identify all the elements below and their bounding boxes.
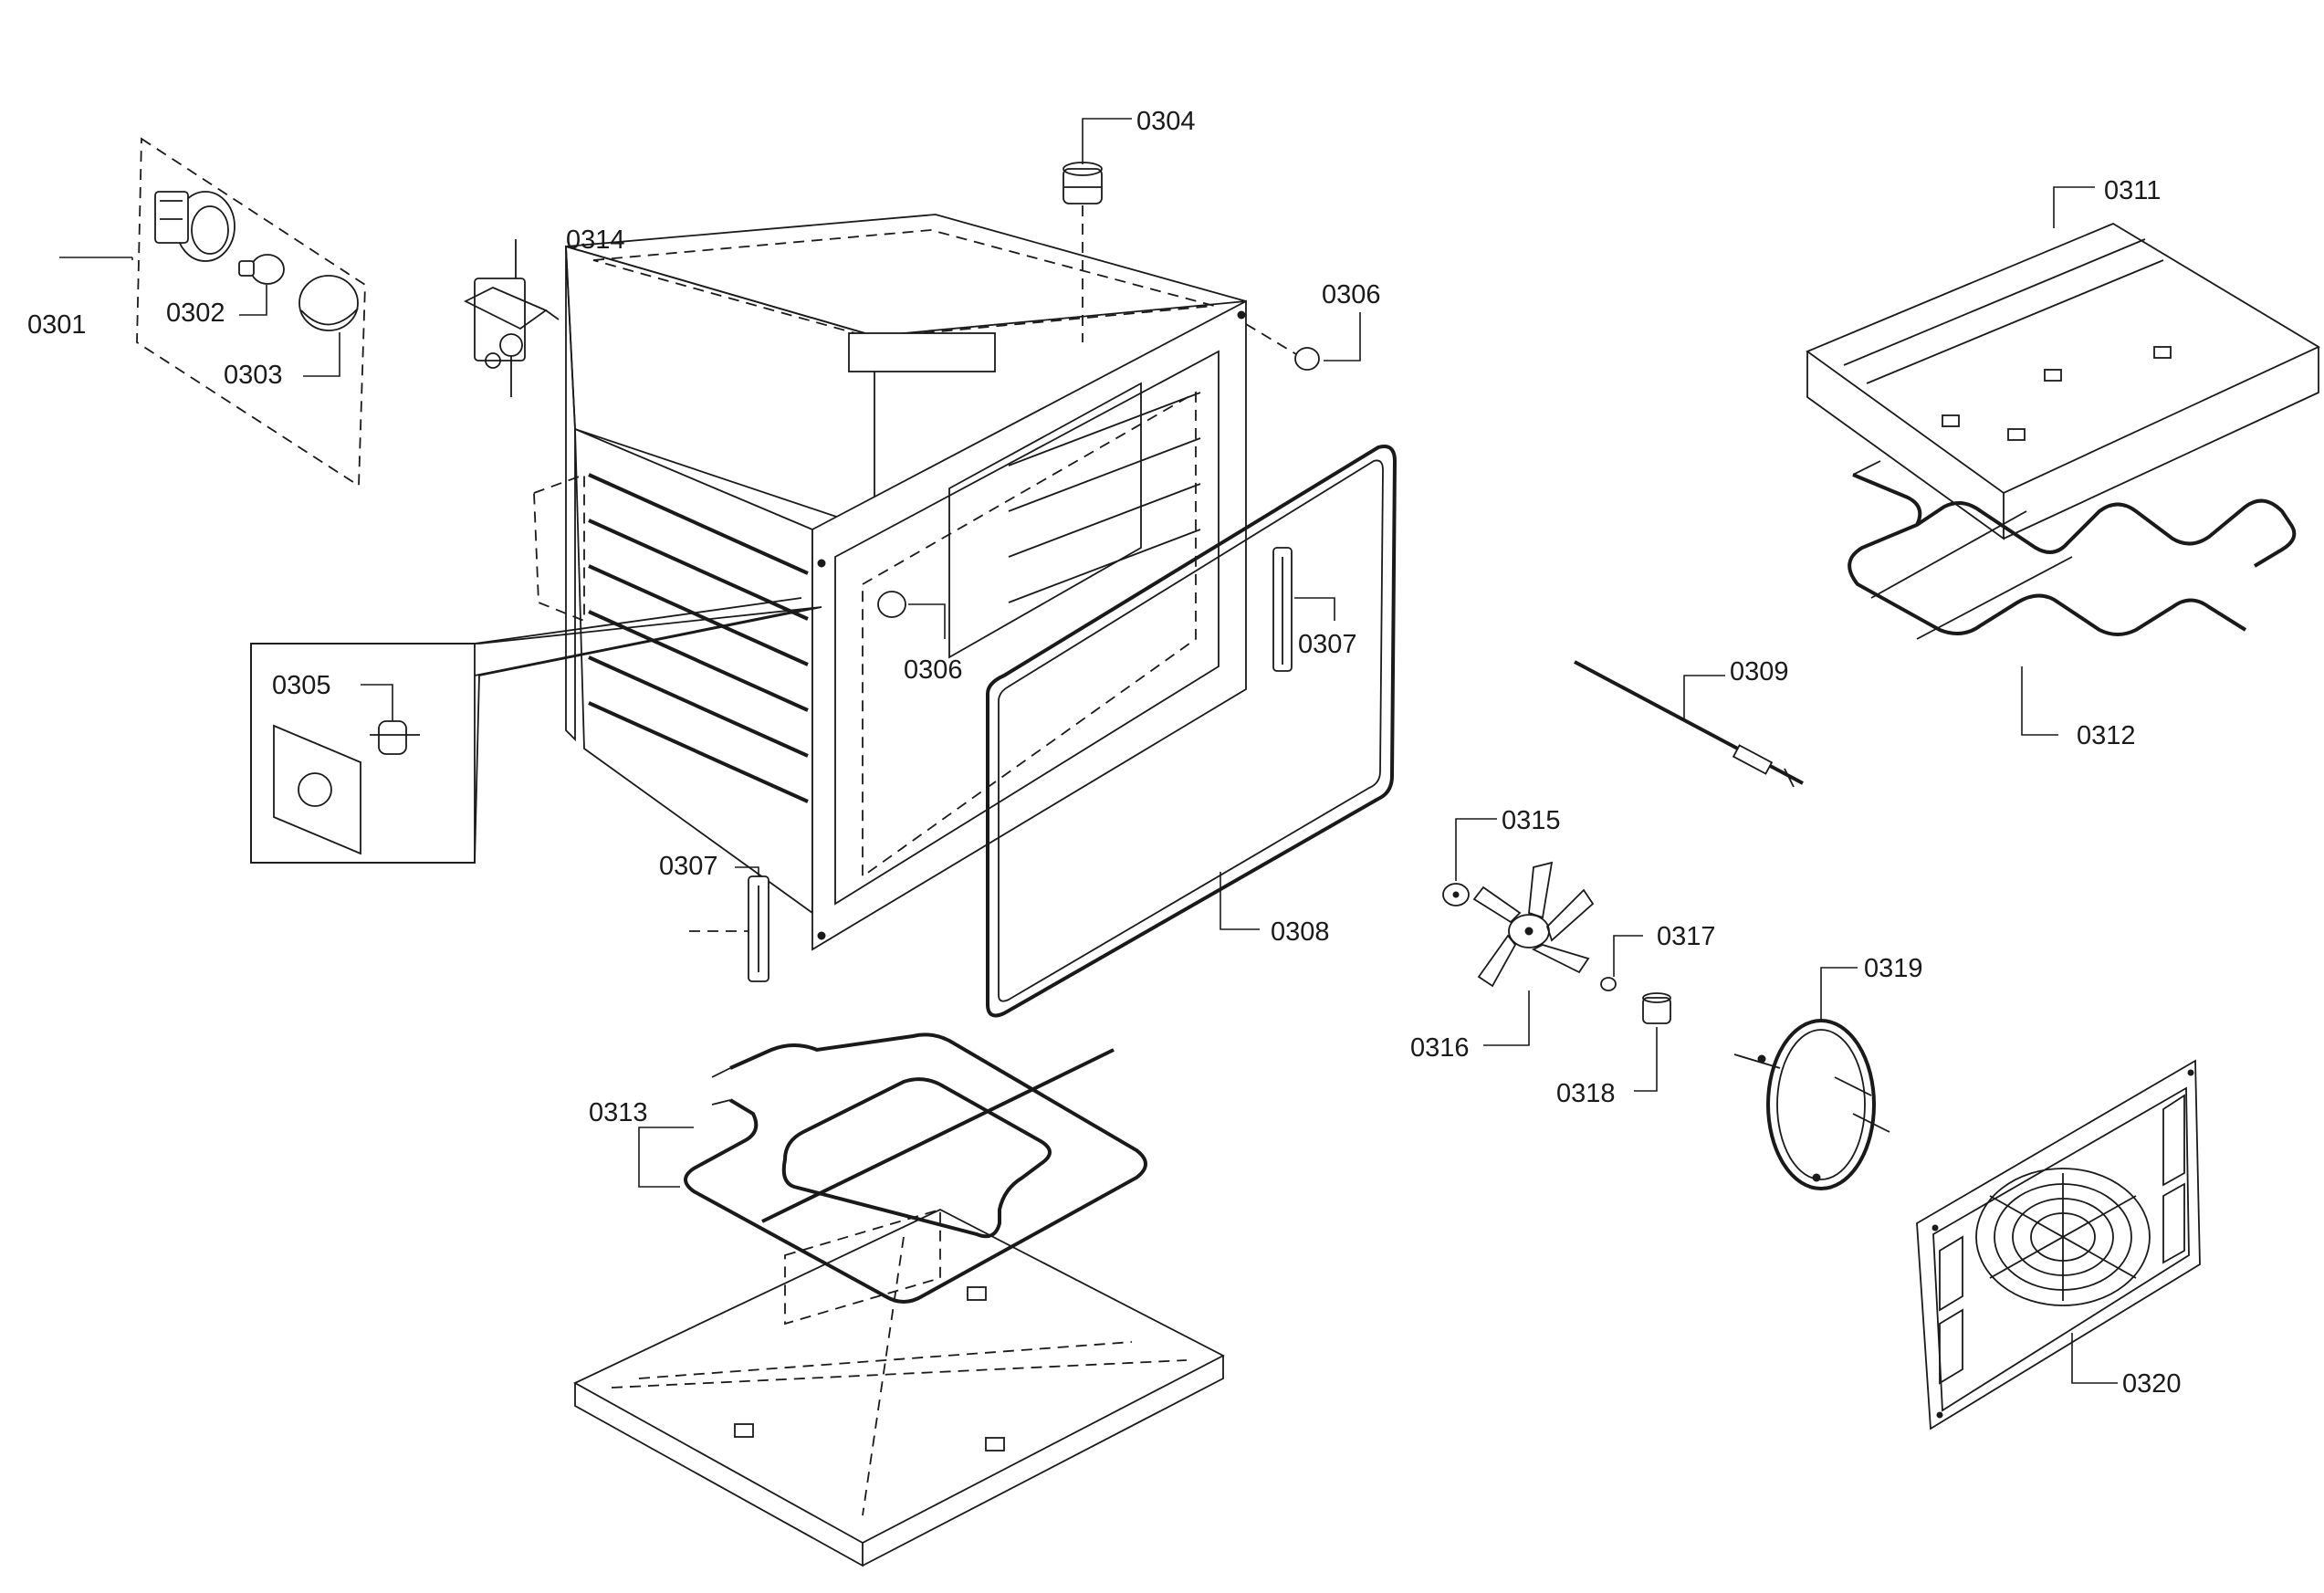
bottom-floor-panel-part [573, 1208, 1225, 1567]
callout-0305: 0305 [272, 671, 331, 700]
callout-0319: 0319 [1864, 954, 1923, 983]
callout-0320: 0320 [2122, 1369, 2182, 1399]
callout-0314: 0314 [566, 225, 625, 255]
callout-0313: 0313 [589, 1098, 648, 1127]
lamp-glass-cover-part [298, 275, 359, 331]
fan-cap-part [1642, 992, 1671, 1024]
callout-0301: 0301 [27, 310, 87, 340]
callout-0308: 0308 [1271, 917, 1330, 947]
lamp-assembly-group [136, 137, 366, 487]
fan-motor-part-detail [273, 720, 420, 855]
callout-0315: 0315 [1502, 806, 1561, 835]
rack-support-part-right [1272, 547, 1293, 672]
rack-support-part-left [689, 875, 769, 982]
callout-0311: 0311 [2104, 176, 2161, 205]
circular-heating-element-part [1733, 1019, 1890, 1190]
callout-0312: 0312 [2077, 721, 2136, 750]
oven-cavity-part [533, 214, 1247, 951]
callout-0307-right: 0307 [1298, 630, 1357, 659]
fan-nut-part [1600, 977, 1617, 991]
inset-detail-box [250, 597, 822, 864]
door-gasket-part [986, 445, 1398, 1018]
callout-0302: 0302 [166, 299, 225, 328]
lamp-housing-part [154, 191, 236, 262]
callout-0309: 0309 [1730, 657, 1789, 686]
callout-0316: 0316 [1410, 1033, 1470, 1063]
grommet-part-front [877, 591, 906, 618]
top-heating-element-part [1848, 460, 2297, 640]
grommet-part-top [1245, 323, 1320, 371]
callout-0317: 0317 [1657, 922, 1716, 951]
top-heat-shield-part [1806, 222, 2320, 540]
callout-0304: 0304 [1136, 107, 1196, 136]
callout-0303: 0303 [224, 361, 283, 390]
bottom-heating-element-part [684, 1032, 1147, 1304]
callout-0318: 0318 [1556, 1079, 1616, 1108]
thermostat-switch-part [463, 239, 560, 397]
callout-0306-top: 0306 [1322, 280, 1381, 309]
rear-fan-panel-part [1916, 1059, 2201, 1431]
callout-0306-front: 0306 [904, 655, 963, 685]
temperature-sensor-part [1574, 660, 1804, 788]
fan-blade-part [1472, 861, 1595, 988]
fan-washer-part [1442, 883, 1470, 907]
lamp-bulb-part [238, 254, 285, 285]
callout-0307-left: 0307 [659, 852, 718, 881]
